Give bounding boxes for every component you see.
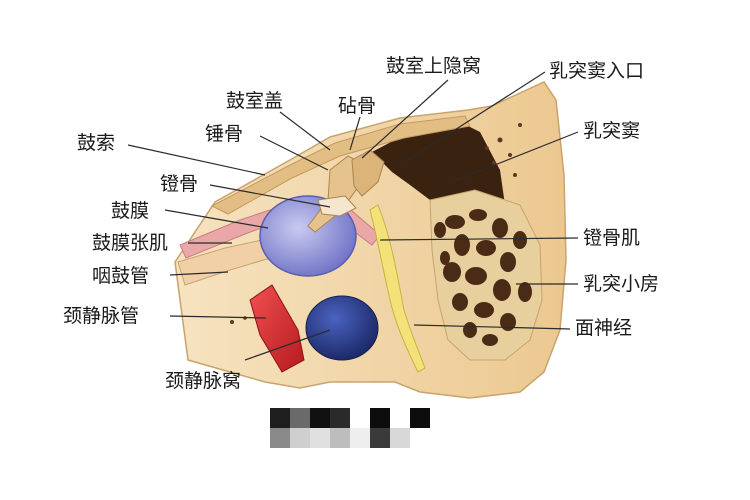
mastoid-cell [454, 234, 470, 256]
label-tympanic-membrane: 鼓膜 [111, 200, 150, 222]
mastoid-cell [500, 313, 516, 331]
label-incus: 砧骨 [338, 95, 377, 117]
label-stapedius: 镫骨肌 [583, 227, 641, 249]
mastoid-cell [434, 222, 446, 238]
leader-epitympanic-recess [361, 79, 449, 159]
mastoid-cell [513, 231, 527, 249]
mastoid-cell [482, 334, 498, 346]
mastoid-cell [445, 215, 465, 229]
mastoid-cell [518, 282, 532, 302]
leader-jugular-fossa [244, 329, 331, 361]
label-tegmen-tympani: 鼓室盖 [226, 90, 284, 112]
mastoid-cell [474, 302, 494, 318]
mastoid-cell [476, 240, 496, 256]
jugular-canal-vessel [249, 284, 305, 373]
leader-tympanic-cord [127, 144, 266, 176]
label-jugular-fossa: 颈静脉窝 [165, 370, 242, 392]
leader-lines [127, 71, 579, 361]
jugular-fossa-vessel [305, 295, 379, 361]
mastoid-cell [443, 262, 461, 282]
label-mastoid-cells: 乳突小房 [583, 273, 660, 295]
leader-tympanic-membrane [164, 209, 269, 229]
tegmen-layer [210, 115, 471, 215]
mastoid-cell [465, 267, 487, 285]
leader-mastoid-antrum [451, 131, 579, 183]
label-facial-nerve: 面神经 [575, 317, 633, 339]
mastoid-cell [463, 322, 477, 338]
label-malleus: 锤骨 [205, 123, 244, 145]
mastoid-cell [452, 293, 468, 311]
mastoid-cell [440, 251, 450, 265]
leader-aditus [404, 71, 546, 163]
label-tympanic-cord: 鼓索 [77, 132, 116, 154]
label-stapes: 镫骨 [160, 173, 199, 195]
leader-stapes [209, 184, 331, 208]
leader-stapedius [379, 237, 579, 241]
label-jugular-canal: 颈静脉管 [63, 305, 140, 327]
leader-facial-nerve [413, 324, 571, 330]
label-pharyngotympanic-tube: 咽鼓管 [92, 265, 150, 287]
leader-pharyngotympanic-tube [169, 271, 229, 276]
leader-tegmen-tympani [279, 111, 331, 151]
facial-nerve [369, 204, 426, 373]
leader-malleus [259, 135, 329, 171]
leader-jugular-canal [169, 315, 267, 319]
label-aditus-to-mastoid-antrum: 乳突窦入口 [549, 60, 645, 82]
pixelated-watermark [270, 408, 430, 450]
mastoid-cell [500, 252, 516, 272]
mastoid-cell [493, 279, 511, 301]
stapes-bone [317, 195, 357, 217]
label-tensor-tympani: 鼓膜张肌 [92, 232, 169, 254]
label-mastoid-antrum: 乳突窦 [583, 120, 641, 142]
leader-incus [349, 116, 361, 151]
label-epitympanic-recess: 鼓室上隐窝 [386, 55, 482, 77]
mastoid-cell [492, 218, 508, 238]
mastoid-cell [469, 209, 487, 221]
